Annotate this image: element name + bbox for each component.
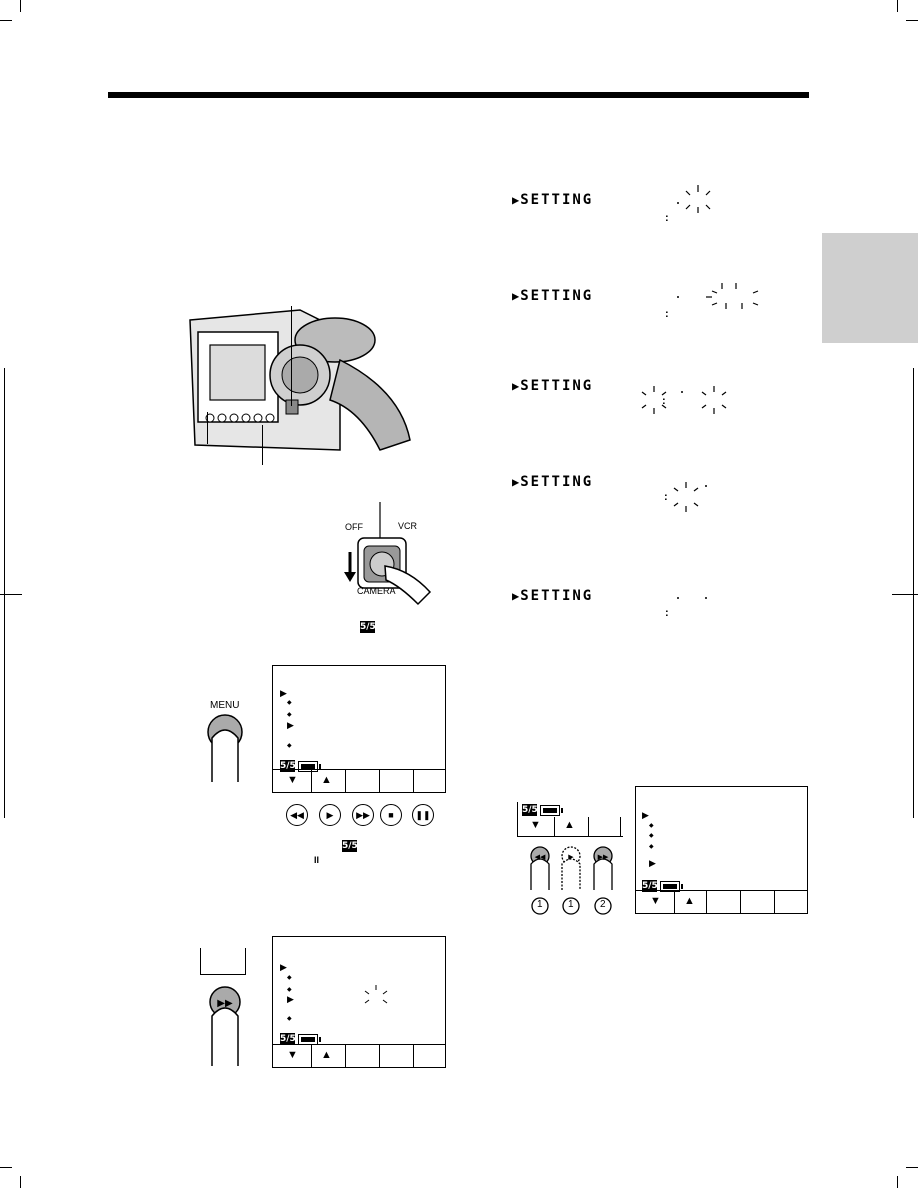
crop-mark-left-v xyxy=(4,368,5,818)
bullet-icon: ◆ xyxy=(287,975,292,981)
blinking-digits-4: : xyxy=(664,482,707,512)
down-arrow-icon: ▼ xyxy=(530,819,541,831)
play-triangle-icon: ▶ xyxy=(280,688,287,698)
play-triangle-icon: ▶ xyxy=(512,289,520,303)
svg-text::: : xyxy=(665,607,669,619)
crop-mark-right-v xyxy=(913,368,914,818)
up-arrow-icon: ▲ xyxy=(684,895,695,907)
step-number-1b: 1 xyxy=(568,899,574,910)
finger-sequence-illustration: ◀◀ ▶ ▶▶ xyxy=(530,846,613,915)
down-arrow-icon: ▼ xyxy=(287,1049,298,1061)
battery-icon xyxy=(660,881,683,892)
callout-line-top xyxy=(291,306,292,406)
play-triangle-icon: ▶ xyxy=(512,379,520,393)
page-5-5-icon: 5/5 xyxy=(360,621,376,633)
bullet-icon: ◆ xyxy=(287,700,292,706)
crop-mark-bottom-right-h xyxy=(906,1167,918,1168)
battery-icon xyxy=(298,761,321,772)
menu-screen-1: ▶ ◆ ◆ ▶ ◆ 5/5 ▼ ▲ xyxy=(272,665,446,793)
svg-text:▶▶: ▶▶ xyxy=(217,998,233,1009)
switch-label-off: OFF xyxy=(345,522,363,532)
header-rule xyxy=(108,92,809,98)
svg-text:◀◀: ◀◀ xyxy=(535,854,546,861)
page-5-5-icon: 5/5 xyxy=(342,840,358,852)
crop-mark-bottom-right xyxy=(897,1176,898,1188)
mini-button-strip: 5/5 ▼ ▲ xyxy=(517,802,623,837)
bullet-icon: ◆ xyxy=(649,833,654,839)
play-triangle-icon: ▶ xyxy=(642,810,649,820)
section-tab xyxy=(822,233,918,343)
bullet-icon: ◆ xyxy=(649,844,654,850)
callout-line-bottom xyxy=(262,425,263,465)
menu-screen-3: ▶ ◆ ◆ ◆ ▶ 5/5 ▼ ▲ xyxy=(635,786,808,914)
setting-display-3: ▶SETTING xyxy=(512,378,594,394)
page-5-5-icon: 5/5 xyxy=(642,880,658,892)
play-triangle-icon: ▶ xyxy=(512,193,520,207)
play-triangle-icon: ▶ xyxy=(649,858,656,868)
blinking-digits-1: : xyxy=(665,185,711,223)
stop-icon: ■ xyxy=(380,804,402,826)
page-5-5-icon: 5/5 xyxy=(280,1033,296,1045)
up-arrow-icon: ▲ xyxy=(564,819,575,831)
blinking-digits-3: : xyxy=(641,386,727,414)
page-5-5-icon: 5/5 xyxy=(522,804,538,816)
blinking-indicator-icon xyxy=(364,985,388,1004)
crop-mark-bottom-left xyxy=(20,1176,21,1188)
bullet-icon: ◆ xyxy=(287,1016,292,1022)
pause-icon: ❚❚ xyxy=(412,804,434,826)
svg-text:▶: ▶ xyxy=(568,854,574,861)
up-arrow-icon: ▲ xyxy=(321,774,332,786)
switch-label-camera: CAMERA xyxy=(357,586,396,596)
svg-text::: : xyxy=(665,308,669,320)
step-number-1a: 1 xyxy=(537,899,543,910)
menu-button-finger xyxy=(207,714,243,782)
ff-button-frame xyxy=(200,948,246,975)
play-triangle-icon: ▶ xyxy=(512,589,520,603)
svg-text:▶▶: ▶▶ xyxy=(598,854,609,861)
blinking-digits-2: : xyxy=(665,283,759,320)
switch-label-vcr: VCR xyxy=(398,521,418,531)
play-triangle-icon: ▶ xyxy=(512,475,520,489)
battery-icon xyxy=(540,805,563,816)
setting-display-1: ▶SETTING xyxy=(512,192,594,208)
rewind-icon: ◀◀ xyxy=(286,804,308,826)
setting-display-5: ▶SETTING xyxy=(512,588,594,604)
bullet-icon: ◆ xyxy=(287,987,292,993)
crop-mark-bottom-left-h xyxy=(0,1167,12,1168)
crop-mark-top-right-h xyxy=(906,20,918,21)
setting-display-4: ▶SETTING xyxy=(512,474,594,490)
camcorder-illustration xyxy=(189,309,411,451)
play-triangle-icon: ▶ xyxy=(280,962,287,972)
down-arrow-icon: ▼ xyxy=(650,895,661,907)
ff-button-finger: ▶▶ xyxy=(209,986,241,1066)
crop-mark-top-right xyxy=(897,0,898,12)
pause-symbol: II xyxy=(314,855,320,865)
bullet-icon: ◆ xyxy=(287,743,292,749)
bullet-icon: ◆ xyxy=(649,823,654,829)
crop-mark-top-left xyxy=(20,0,21,12)
play-triangle-icon: ▶ xyxy=(287,994,294,1004)
play-icon: ▶ xyxy=(319,804,341,826)
down-arrow-icon: ▼ xyxy=(287,774,298,786)
power-switch-illustration xyxy=(344,502,432,606)
svg-text::: : xyxy=(664,491,668,503)
bullet-icon: ◆ xyxy=(287,712,292,718)
time-digits-5: : xyxy=(665,597,707,619)
crop-mark-right-h xyxy=(892,594,918,595)
fast-forward-icon: ▶▶ xyxy=(352,804,374,826)
menu-button-label: MENU xyxy=(210,700,240,711)
crop-mark-top-left-h xyxy=(0,20,12,21)
svg-text::: : xyxy=(662,395,666,407)
svg-text::: : xyxy=(665,212,669,223)
step-number-2: 2 xyxy=(600,899,606,910)
setting-display-2: ▶SETTING xyxy=(512,288,594,304)
crop-mark-left-h xyxy=(0,594,22,595)
play-triangle-icon: ▶ xyxy=(287,720,294,730)
menu-screen-2: ▶ ◆ ◆ ▶ ◆ 5/5 ▼ ▲ xyxy=(272,936,446,1068)
up-arrow-icon: ▲ xyxy=(321,1049,332,1061)
callout-line-left xyxy=(207,412,208,444)
